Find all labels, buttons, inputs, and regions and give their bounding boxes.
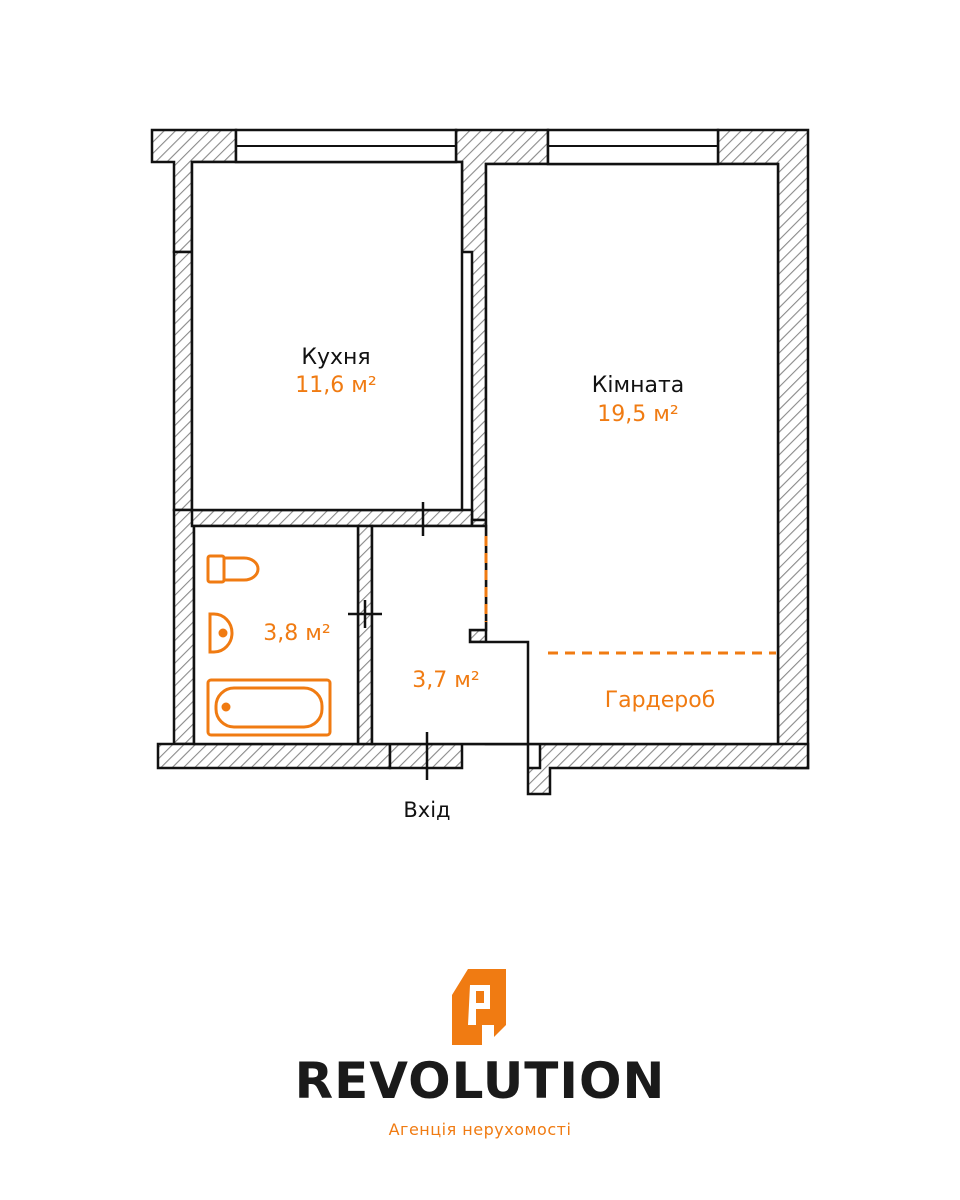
hall-area: 3,7 м² <box>412 668 479 693</box>
brand-tagline: Агенція нерухомості <box>388 1120 572 1139</box>
toilet-icon <box>206 554 260 584</box>
open-boundaries <box>484 536 776 655</box>
kitchen-name: Кухня <box>301 345 370 370</box>
fixtures <box>206 554 332 737</box>
room-area: 19,5 м² <box>597 402 678 427</box>
door-marks <box>348 502 429 780</box>
room-floor <box>484 162 780 746</box>
entrance-label: Вхід <box>403 798 450 822</box>
wall-bath-hall <box>356 524 374 746</box>
house-r-logo-icon <box>452 969 506 1045</box>
wardrobe-name: Гардероб <box>605 688 716 713</box>
bathroom-area: 3,8 м² <box>263 621 330 646</box>
room-name: Кімната <box>592 373 685 398</box>
room-outlines <box>190 160 780 746</box>
brand-name: REVOLUTION <box>294 1052 666 1110</box>
wall-left <box>172 250 194 512</box>
wall-bottom-left <box>156 742 392 770</box>
kitchen-floor <box>190 160 464 512</box>
kitchen-area: 11,6 м² <box>295 373 376 398</box>
sink-icon <box>208 612 234 654</box>
windows <box>234 128 720 166</box>
wall-bottom-right <box>462 742 810 796</box>
wall-kitchen-bath <box>190 508 474 528</box>
wall-left-lower <box>172 508 196 746</box>
bathtub-icon <box>206 678 332 737</box>
